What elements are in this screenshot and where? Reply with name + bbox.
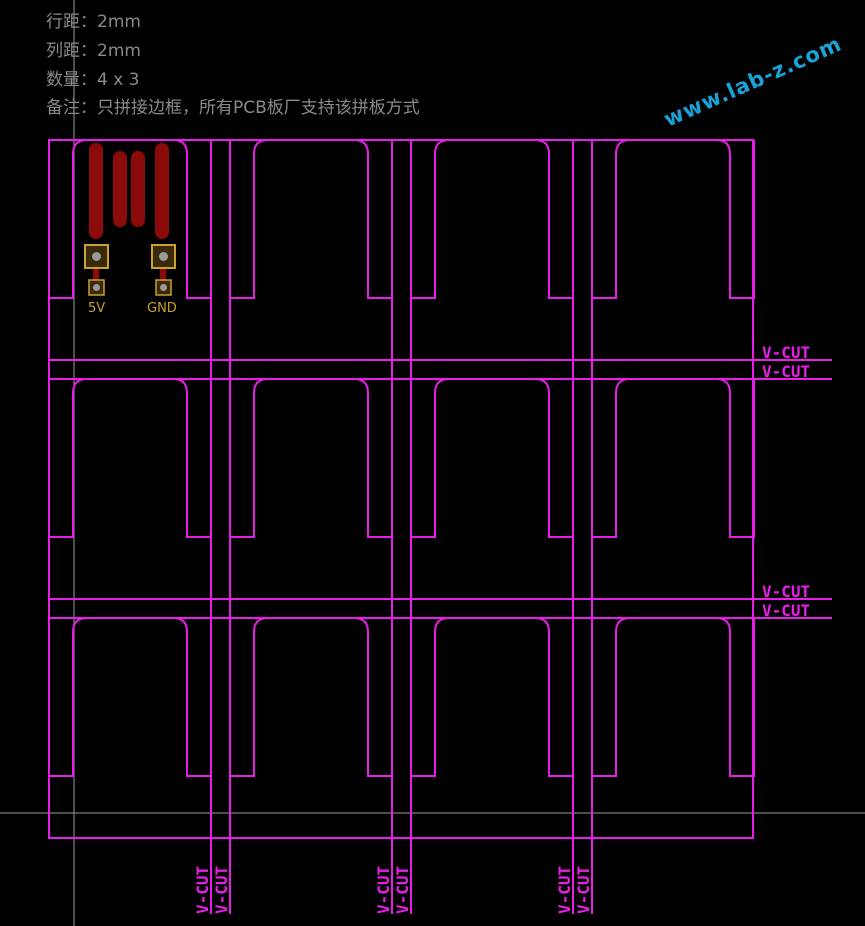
note-remark: 备注：只拼接边框，所有PCB板厂支持该拼板方式 xyxy=(46,98,420,118)
pad-hole-icon xyxy=(93,284,100,291)
vcut-label-horizontal: V-CUT xyxy=(762,601,810,620)
copper-trace xyxy=(93,255,99,285)
vcut-label-vertical: V-CUT xyxy=(555,866,574,914)
copper-trace xyxy=(131,151,145,227)
copper-trace xyxy=(155,143,169,239)
board-outline xyxy=(410,139,574,299)
copper-layer: 5V GND xyxy=(84,143,177,316)
vcut-label-vertical: V-CUT xyxy=(393,866,412,914)
vcut-label-horizontal: V-CUT xyxy=(762,343,810,362)
vcut-label-vertical: V-CUT xyxy=(374,866,393,914)
board-outline xyxy=(591,617,755,777)
board-outline xyxy=(48,139,212,299)
vcut-label-vertical: V-CUT xyxy=(212,866,231,914)
note-column-spacing: 列距：2mm xyxy=(46,41,141,61)
pad-hole-icon xyxy=(159,252,168,261)
board-outline xyxy=(410,617,574,777)
vcut-label-horizontal: V-CUT xyxy=(762,362,810,381)
vcut-lines xyxy=(49,140,832,914)
board-outline xyxy=(229,378,393,538)
board-outline xyxy=(229,617,393,777)
pad-hole-icon xyxy=(160,284,167,291)
board-outline xyxy=(591,378,755,538)
copper-trace xyxy=(89,143,103,239)
copper-trace xyxy=(113,151,127,227)
panel-frame xyxy=(48,139,754,839)
board-outline xyxy=(48,617,212,777)
pad-label-gnd: GND xyxy=(147,301,177,316)
board-outline xyxy=(410,378,574,538)
panel-outer-frame xyxy=(48,139,754,839)
note-row-spacing: 行距：2mm xyxy=(46,12,141,32)
board-outline xyxy=(591,139,755,299)
note-quantity: 数量：4 x 3 xyxy=(46,70,140,90)
vcut-label-vertical: V-CUT xyxy=(574,866,593,914)
board-grid xyxy=(48,139,755,777)
copper-trace xyxy=(160,255,166,285)
pad-label-5v: 5V xyxy=(88,301,105,316)
vcut-label-vertical: V-CUT xyxy=(193,866,212,914)
pad-hole-icon xyxy=(92,252,101,261)
panel-notes: 行距：2mm 列距：2mm 数量：4 x 3 备注：只拼接边框，所有PCB板厂支… xyxy=(46,12,420,118)
vcut-label-horizontal: V-CUT xyxy=(762,582,810,601)
watermark-text: www.lab-z.com xyxy=(660,32,845,132)
board-outline xyxy=(229,139,393,299)
board-outline xyxy=(48,378,212,538)
